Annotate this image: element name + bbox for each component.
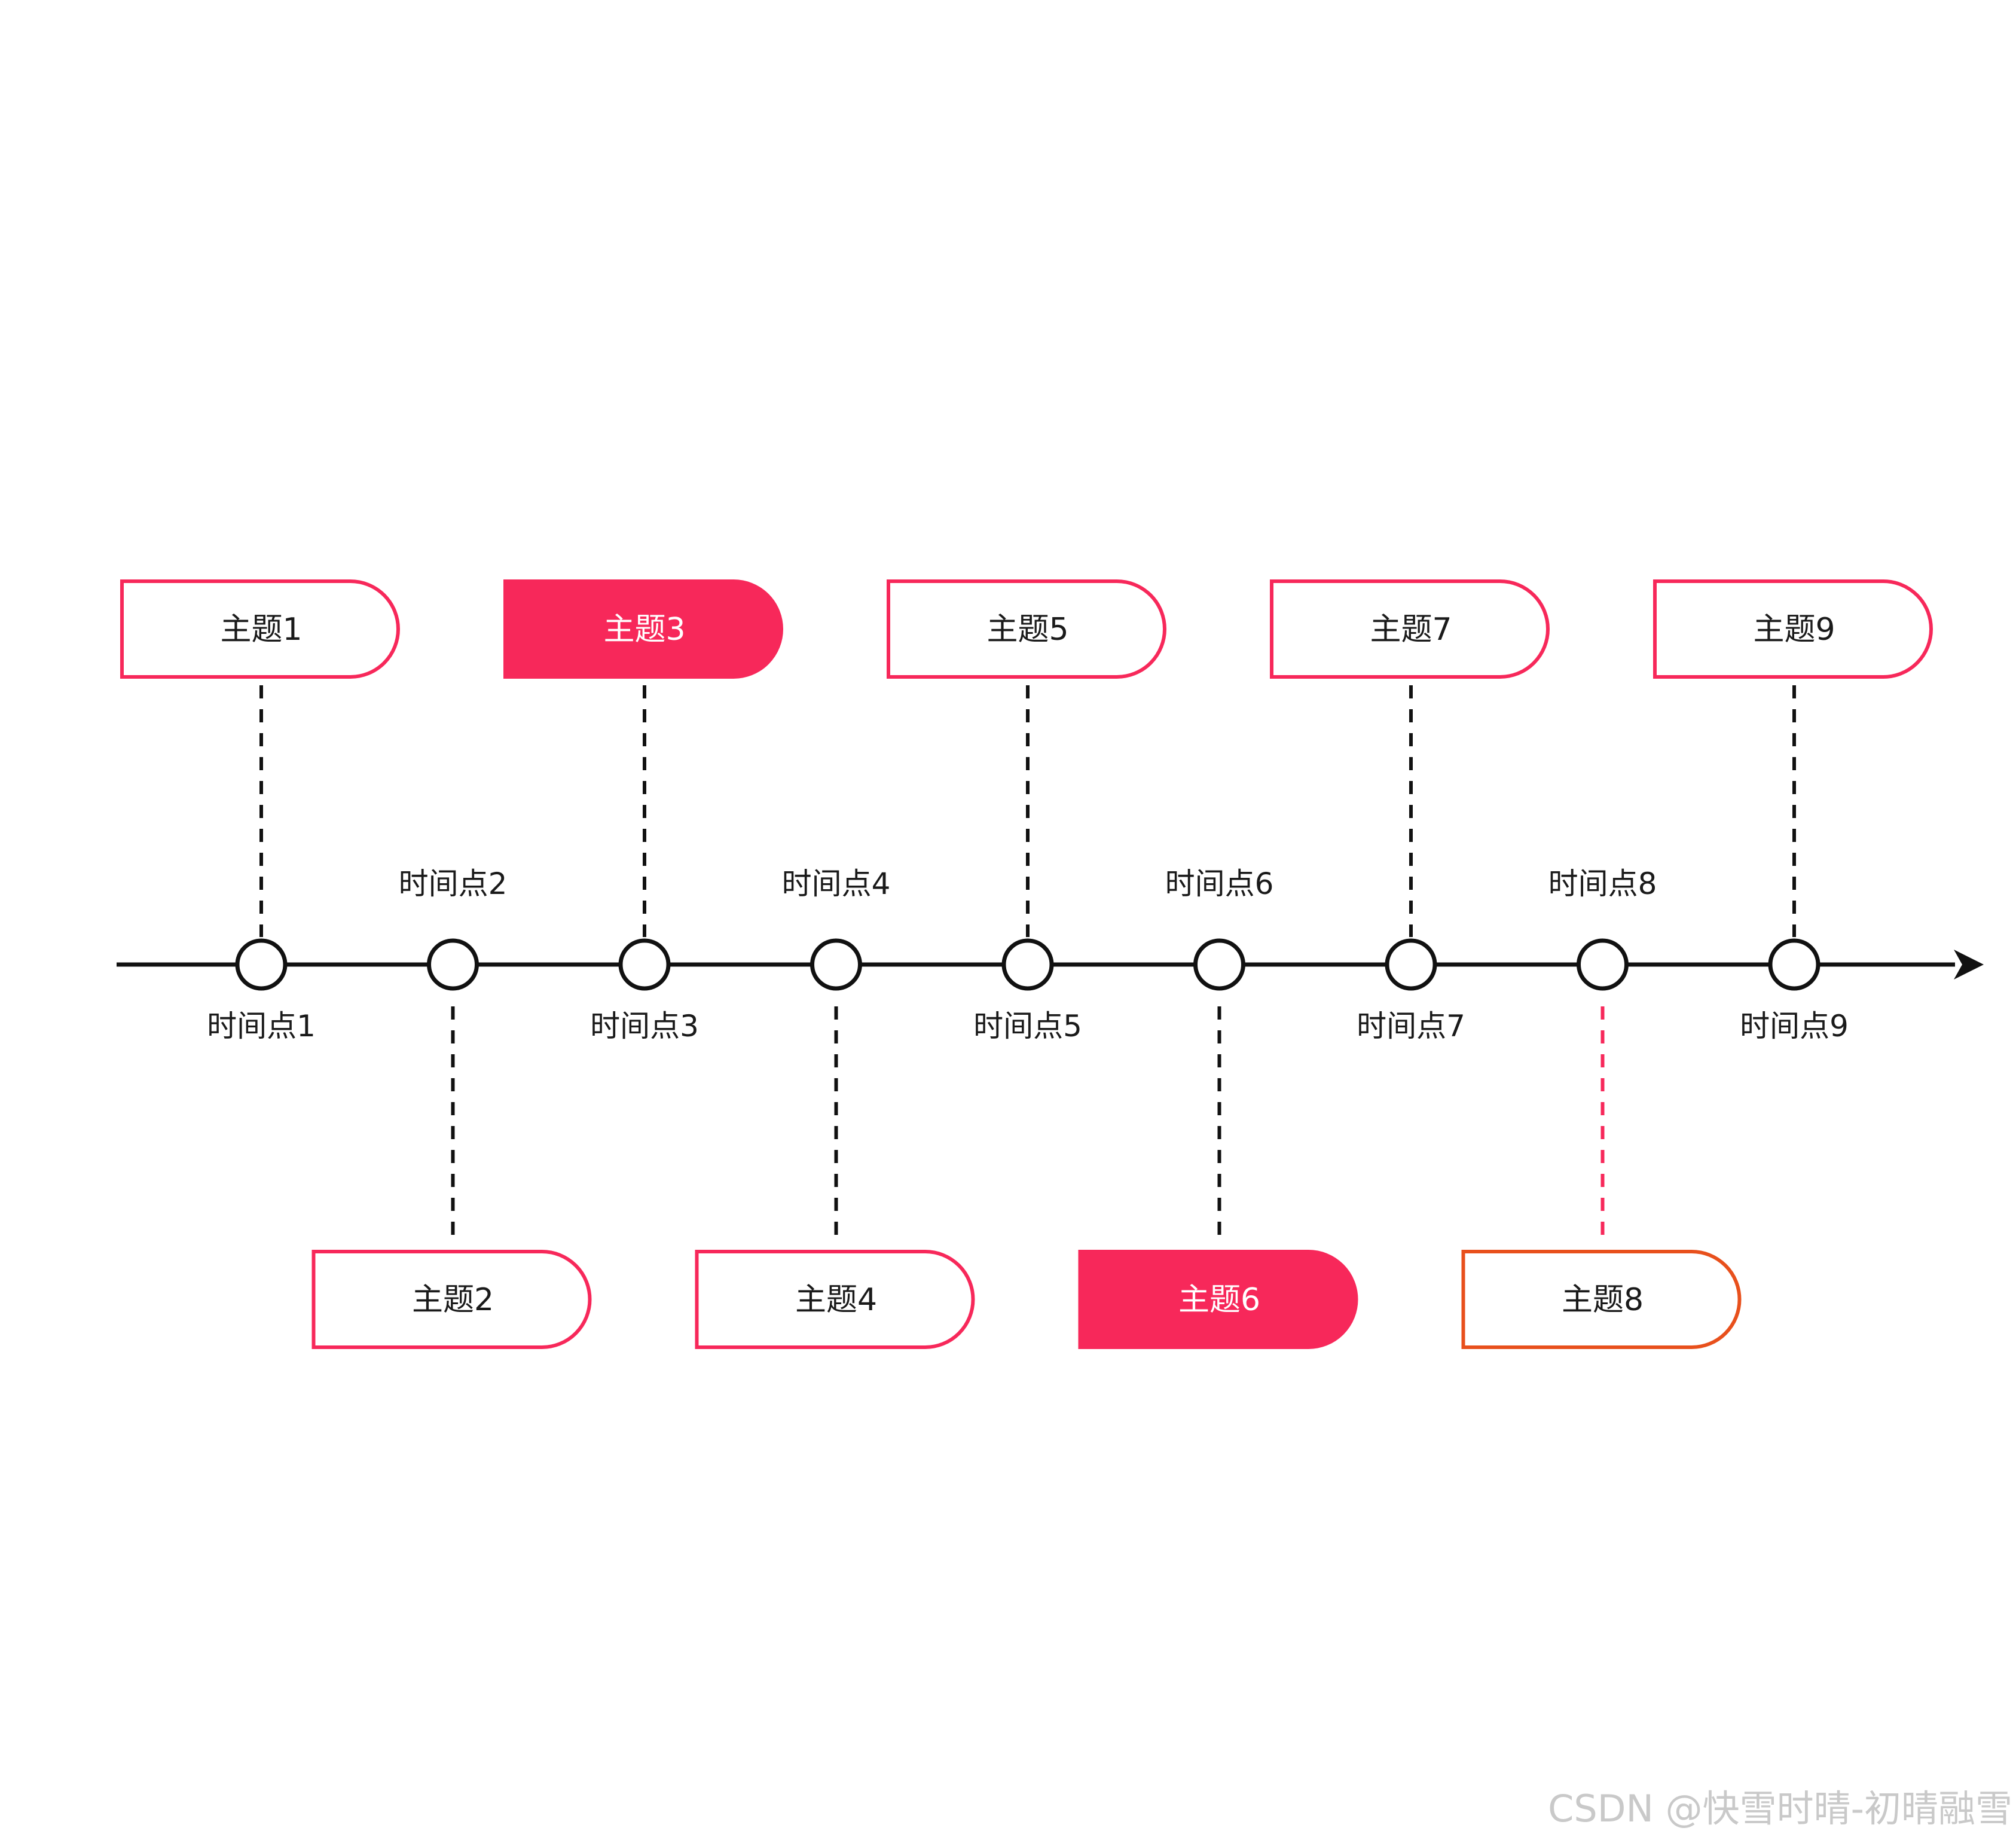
topic-label-1: 主题1 (220, 612, 302, 648)
topic-box-shape-5 (887, 579, 1166, 679)
time-label-2: 时间点2 (399, 866, 508, 901)
topic-label-3: 主题3 (603, 612, 685, 648)
topic-label-4: 主题4 (795, 1282, 877, 1318)
topic-box-4[interactable]: 主题4 (695, 1250, 975, 1349)
topic-label-9: 主题9 (1753, 612, 1835, 648)
topic-box-8[interactable]: 主题8 (1461, 1250, 1742, 1349)
topic-label-6: 主题6 (1178, 1282, 1260, 1318)
timeline-node-8[interactable] (1577, 938, 1629, 991)
timeline-node-9[interactable] (1768, 938, 1820, 991)
topic-label-7: 主题7 (1370, 612, 1452, 648)
time-label-1: 时间点1 (207, 1009, 316, 1043)
time-label-4: 时间点4 (782, 866, 891, 901)
time-label-7: 时间点7 (1357, 1009, 1465, 1043)
topic-box-shape-9 (1653, 579, 1933, 679)
topic-box-shape-2 (311, 1250, 592, 1349)
topic-box-5[interactable]: 主题5 (887, 579, 1166, 679)
topic-box-3[interactable]: 主题3 (503, 579, 783, 679)
watermark-text: CSDN @快雪时晴-初晴融雪 (1548, 1787, 2012, 1830)
arrow-head-icon (1954, 950, 1984, 979)
timeline-node-7[interactable] (1385, 938, 1437, 991)
topic-label-2: 主题2 (412, 1282, 494, 1318)
topic-box-6[interactable]: 主题6 (1078, 1250, 1358, 1349)
topic-box-1[interactable]: 主题1 (120, 579, 400, 679)
topic-box-shape-7 (1270, 579, 1550, 679)
time-label-8: 时间点8 (1548, 866, 1657, 901)
topic-box-shape-8 (1461, 1250, 1742, 1349)
timeline-node-1[interactable] (235, 938, 288, 991)
topic-box-2[interactable]: 主题2 (311, 1250, 592, 1349)
time-label-3: 时间点3 (590, 1009, 699, 1043)
topic-box-shape-3 (503, 579, 783, 679)
timeline-node-2[interactable] (427, 938, 479, 991)
topic-label-5: 主题5 (986, 612, 1068, 648)
time-label-6: 时间点6 (1165, 866, 1274, 901)
topic-box-shape-1 (120, 579, 400, 679)
timeline-node-5[interactable] (1001, 938, 1054, 991)
time-label-9: 时间点9 (1740, 1009, 1849, 1043)
topic-box-shape-4 (695, 1250, 975, 1349)
timeline-node-4[interactable] (810, 938, 862, 991)
timeline-node-3[interactable] (618, 938, 671, 991)
timeline-node-6[interactable] (1193, 938, 1245, 991)
topic-box-7[interactable]: 主题7 (1270, 579, 1550, 679)
time-label-5: 时间点5 (973, 1009, 1082, 1043)
topic-label-8: 主题8 (1562, 1282, 1644, 1318)
topic-box-9[interactable]: 主题9 (1653, 579, 1933, 679)
topic-box-shape-6 (1078, 1250, 1358, 1349)
